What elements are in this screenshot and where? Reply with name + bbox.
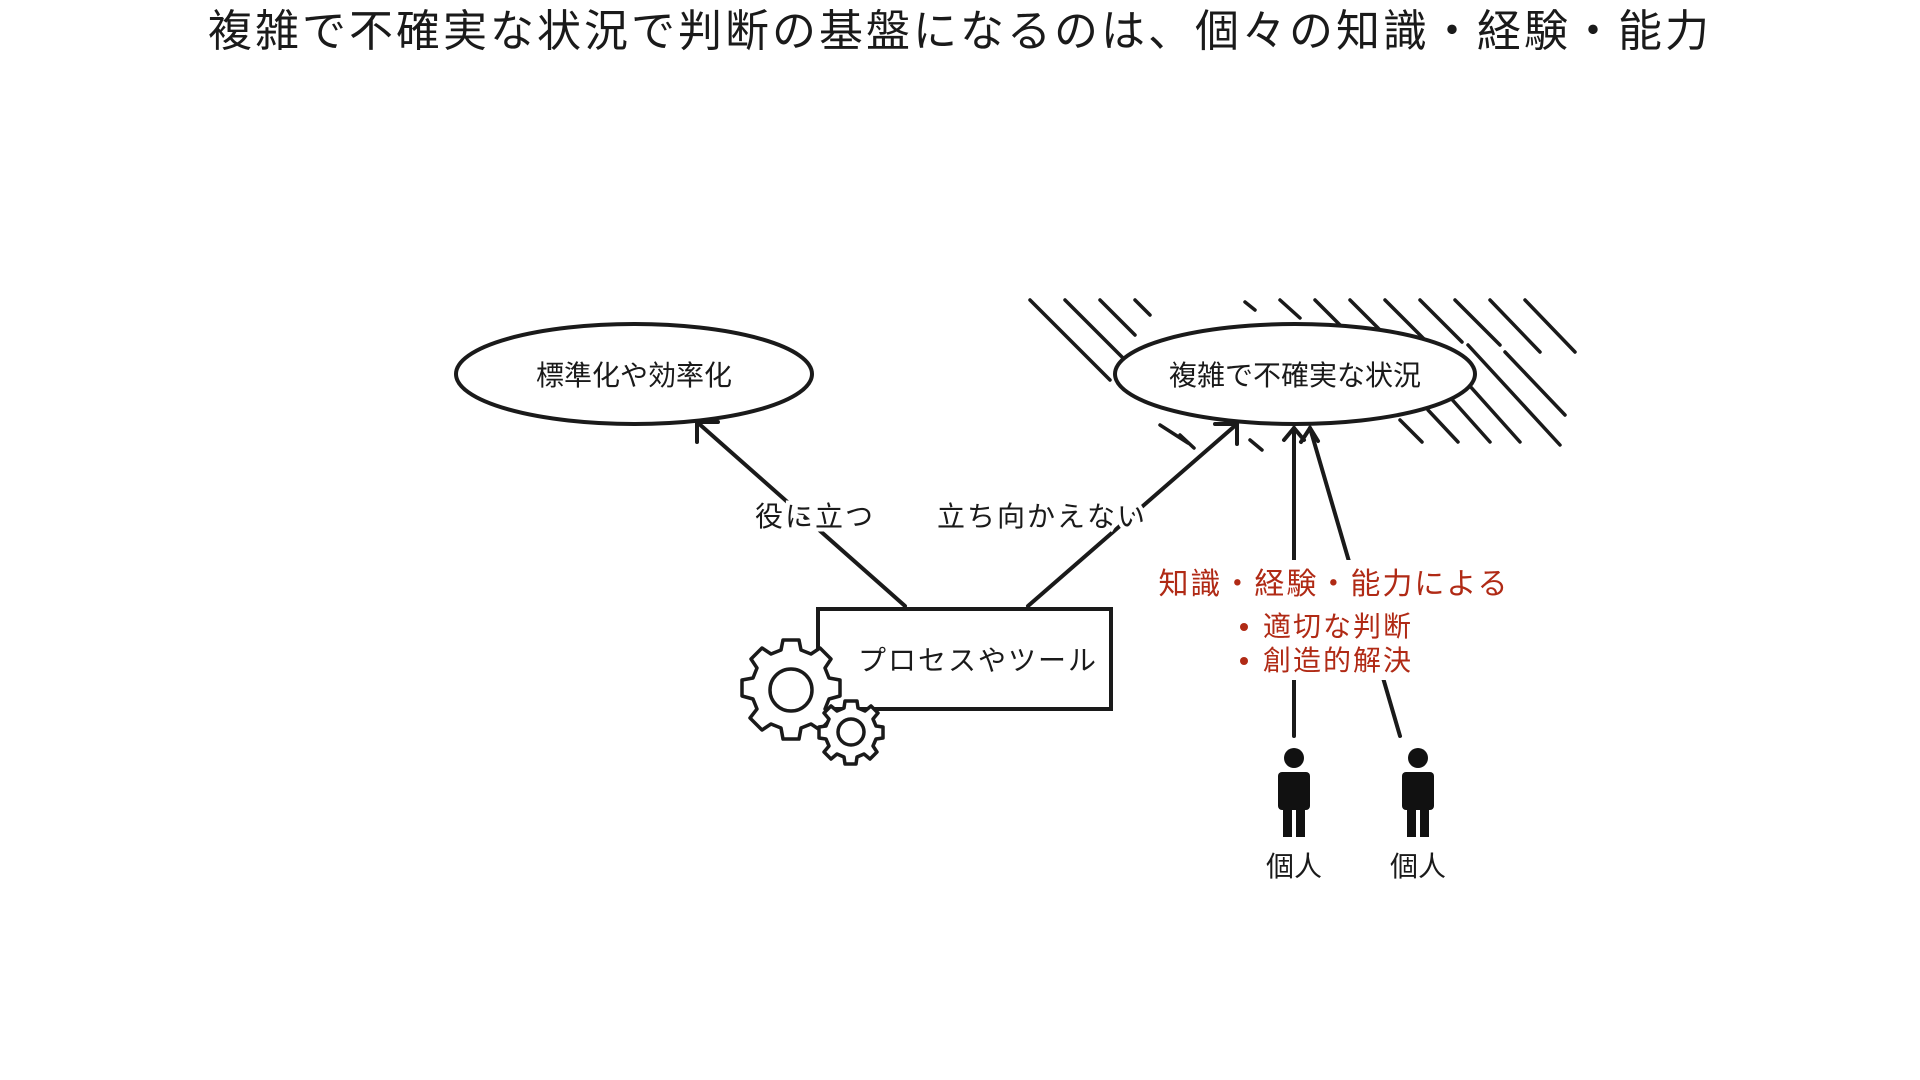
gear-small-icon xyxy=(817,699,885,766)
standardization-ellipse xyxy=(454,322,814,426)
individual-note-bullet-1: 適切な判断 xyxy=(1263,610,1413,643)
individual-note-heading: 知識・経験・能力による xyxy=(1158,567,1509,602)
bullet-dot xyxy=(1240,657,1248,665)
bullet-dot xyxy=(1240,623,1248,631)
individual-note-bullet-2: 創造的解決 xyxy=(1263,644,1413,677)
complex-situation-label: 複雑で不確実な状況 xyxy=(1169,359,1421,392)
complex-situation-ellipse xyxy=(1113,322,1477,426)
gear-large-icon xyxy=(740,638,842,741)
person-label-2: 個人 xyxy=(1390,850,1446,883)
person-label-1: 個人 xyxy=(1266,850,1322,883)
note-backing xyxy=(1138,560,1530,680)
person-icon xyxy=(1402,748,1434,837)
arrow-helpful xyxy=(695,420,907,608)
edge-label-helpful: 役に立つ xyxy=(755,500,875,533)
arrow-cannot-face xyxy=(1026,422,1239,608)
process-tools-box xyxy=(816,607,1113,711)
person-icon xyxy=(1278,748,1310,837)
slide-title: 複雑で不確実な状況で判断の基盤になるのは、個々の知識・経験・能力 xyxy=(208,6,1712,57)
standardization-label: 標準化や効率化 xyxy=(536,359,732,392)
process-tools-label: プロセスやツール xyxy=(858,644,1098,677)
edge-label-cannot-face: 立ち向かえない xyxy=(937,500,1147,533)
